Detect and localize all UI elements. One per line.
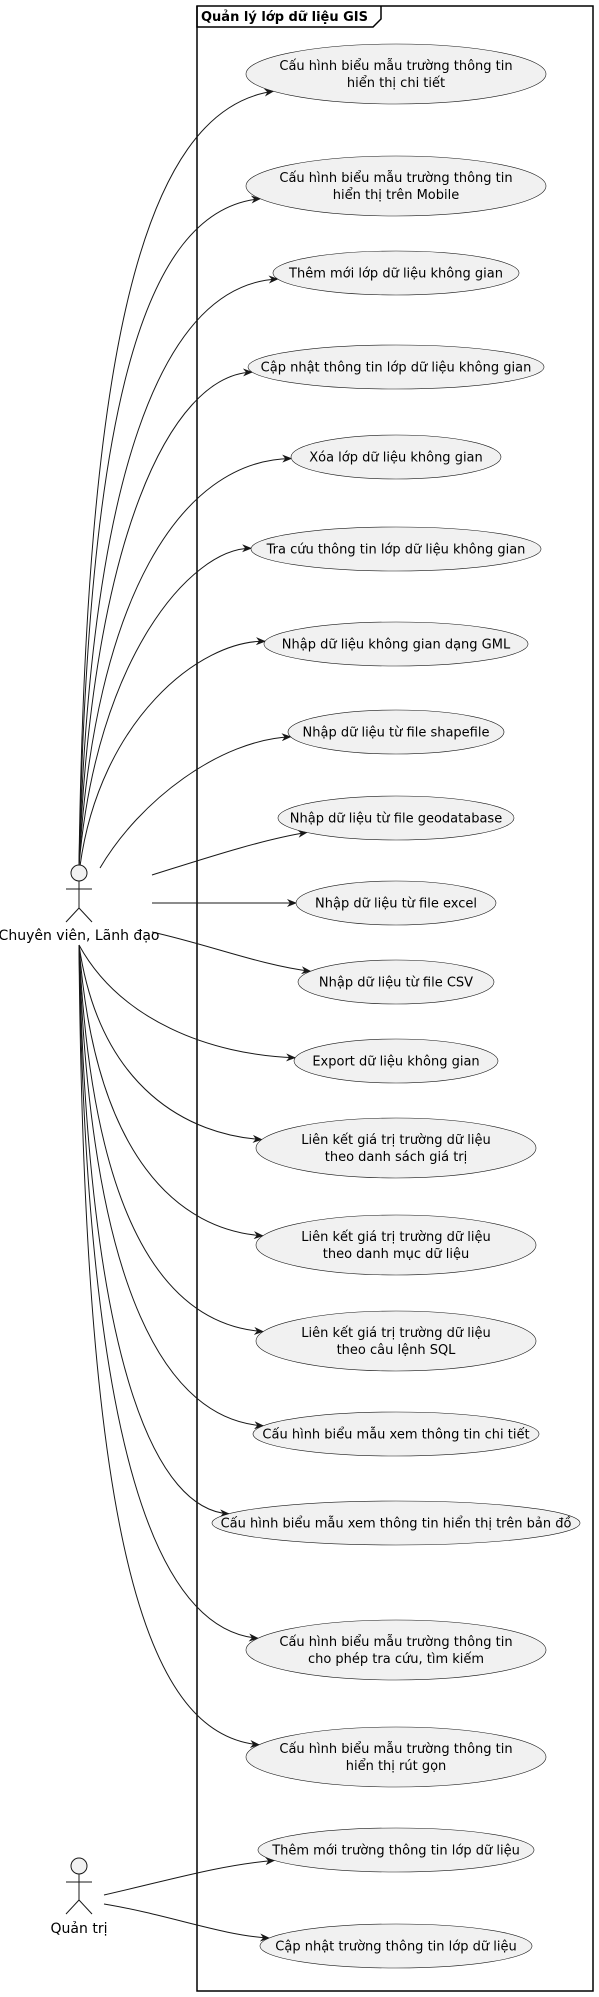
- association-arrow-19: [78, 944, 261, 1748]
- use-case-label: Thêm mới trường thông tin lớp dữ liệu: [271, 1844, 520, 1859]
- use-case-13: Liên kết giá trị trường dữ liệu theo danh…: [255, 1117, 537, 1179]
- association-arrow-16: [78, 944, 265, 1430]
- use-case-ellipse: [287, 709, 505, 755]
- use-case-9: Nhập dữ liệu từ file geodatabase: [277, 795, 515, 841]
- use-case-label: Cấu hình biểu mẫu xem thông tin chi tiết: [262, 1428, 529, 1443]
- association-arrow-1: [78, 88, 275, 866]
- use-case-label: theo danh mục dữ liệu: [323, 1247, 470, 1262]
- use-case-label: Cấu hình biểu mẫu trường thông tin: [279, 1635, 512, 1650]
- use-case-4: Cập nhật thông tin lớp dữ liệu không gia…: [247, 344, 545, 390]
- use-case-12: Export dữ liệu không gian: [293, 1038, 499, 1084]
- use-case-17: Cấu hình biểu mẫu xem thông tin hiển thị…: [211, 1500, 581, 1546]
- use-case-label: Thêm mới lớp dữ liệu không gian: [288, 267, 503, 282]
- actor-chuyen-vien: [65, 864, 93, 923]
- use-case-label: theo câu lệnh SQL: [337, 1343, 457, 1358]
- use-case-label: Nhập dữ liệu từ file CSV: [319, 976, 473, 991]
- use-case-label: Nhập dữ liệu từ file excel: [315, 897, 477, 912]
- use-case-20: Thêm mới trường thông tin lớp dữ liệu: [257, 1827, 535, 1873]
- association-arrow-4: [78, 368, 253, 866]
- use-case-label: hiển thị trên Mobile: [333, 188, 459, 203]
- use-case-ellipse: [245, 1619, 547, 1681]
- use-case-1: Cấu hình biểu mẫu trường thông tin hiển t…: [245, 43, 547, 105]
- use-case-ellipse: [255, 1310, 537, 1372]
- association-arrow-8: [99, 733, 292, 869]
- use-case-10: Nhập dữ liệu từ file excel: [295, 880, 497, 926]
- association-arrow-20: [103, 1857, 276, 1896]
- use-case-ellipse: [245, 155, 547, 217]
- use-case-ellipse: [259, 1923, 533, 1969]
- association-arrow-9: [151, 829, 308, 876]
- use-case-label: Nhập dữ liệu không gian dạng GML: [282, 638, 511, 653]
- use-case-label: hiển thị chi tiết: [347, 76, 445, 91]
- association-arrow-18: [78, 944, 259, 1642]
- use-case-label: Tra cứu thông tin lớp dữ liệu không gian: [266, 543, 526, 558]
- use-case-label: cho phép tra cứu, tìm kiếm: [308, 1652, 484, 1667]
- actor-chuyen-vien-label: Chuyên viên, Lãnh đạo: [0, 928, 159, 944]
- use-case-19: Cấu hình biểu mẫu trường thông tin hiển t…: [245, 1726, 547, 1788]
- use-case-label: Cấu hình biểu mẫu trường thông tin: [279, 59, 512, 74]
- association-arrow-14: [78, 944, 264, 1240]
- use-case-ellipse: [245, 1726, 547, 1788]
- use-case-ellipse: [250, 526, 542, 572]
- use-case-layer: Cấu hình biểu mẫu trường thông tin hiển t…: [211, 43, 581, 1969]
- use-case-label: Cập nhật trường thông tin lớp dữ liệu: [275, 1940, 516, 1955]
- use-case-label: Nhập dữ liệu từ file geodatabase: [290, 812, 502, 827]
- association-arrow-15: [78, 944, 265, 1335]
- use-case-6: Tra cứu thông tin lớp dữ liệu không gian: [250, 526, 542, 572]
- association-arrow-17: [78, 944, 230, 1518]
- use-case-ellipse: [297, 959, 495, 1005]
- use-case-21: Cập nhật trường thông tin lớp dữ liệu: [259, 1923, 533, 1969]
- use-case-ellipse: [290, 434, 502, 480]
- use-case-label: Cập nhật thông tin lớp dữ liệu không gia…: [261, 361, 532, 376]
- use-case-15: Liên kết giá trị trường dữ liệu theo câu …: [255, 1310, 537, 1372]
- actor-quan-tri-label: Quản trị: [51, 1921, 108, 1937]
- use-case-ellipse: [272, 250, 520, 296]
- association-arrow-21: [103, 1903, 271, 1942]
- use-case-2: Cấu hình biểu mẫu trường thông tin hiển t…: [245, 155, 547, 217]
- use-case-18: Cấu hình biểu mẫu trường thông tin cho ph…: [245, 1619, 547, 1681]
- use-case-label: hiển thị rút gọn: [346, 1759, 447, 1774]
- use-case-label: Cấu hình biểu mẫu xem thông tin hiển thị…: [221, 1517, 572, 1532]
- use-case-ellipse: [245, 43, 547, 105]
- use-case-3: Thêm mới lớp dữ liệu không gian: [272, 250, 520, 296]
- use-case-ellipse: [257, 1827, 535, 1873]
- use-case-ellipse: [263, 621, 529, 667]
- use-case-16: Cấu hình biểu mẫu xem thông tin chi tiết: [252, 1411, 540, 1457]
- use-case-ellipse: [277, 795, 515, 841]
- use-case-14: Liên kết giá trị trường dữ liệu theo danh…: [255, 1214, 537, 1276]
- use-case-label: Liên kết giá trị trường dữ liệu: [301, 1230, 490, 1245]
- association-arrow-13: [78, 944, 263, 1143]
- association-arrow-5: [78, 454, 293, 867]
- use-case-label: Export dữ liệu không gian: [312, 1055, 479, 1070]
- actor-quan-tri: [65, 1857, 93, 1915]
- association-arrow-3: [78, 275, 279, 866]
- association-arrow-2: [78, 195, 262, 866]
- use-case-label: Cấu hình biểu mẫu trường thông tin: [279, 1742, 512, 1757]
- use-case-ellipse: [255, 1214, 537, 1276]
- use-case-label: Cấu hình biểu mẫu trường thông tin: [279, 171, 512, 186]
- association-arrow-6: [78, 544, 253, 867]
- use-case-11: Nhập dữ liệu từ file CSV: [297, 959, 495, 1005]
- use-case-ellipse: [293, 1038, 499, 1084]
- use-case-label: Liên kết giá trị trường dữ liệu: [301, 1326, 490, 1341]
- use-case-ellipse: [255, 1117, 537, 1179]
- use-case-ellipse: [295, 880, 497, 926]
- use-case-7: Nhập dữ liệu không gian dạng GML: [263, 621, 529, 667]
- association-arrow-7: [79, 637, 266, 867]
- use-case-8: Nhập dữ liệu từ file shapefile: [287, 709, 505, 755]
- use-case-ellipse: [247, 344, 545, 390]
- package-title: Quản lý lớp dữ liệu GIS: [201, 10, 368, 25]
- use-case-ellipse: [211, 1500, 581, 1546]
- association-layer: [78, 88, 312, 1942]
- association-arrow-12: [78, 944, 297, 1062]
- association-arrow-11: [151, 931, 312, 975]
- use-case-label: theo danh sách giá trị: [325, 1150, 468, 1165]
- use-case-label: Xóa lớp dữ liệu không gian: [309, 451, 483, 466]
- use-case-label: Nhập dữ liệu từ file shapefile: [303, 726, 490, 741]
- use-case-ellipse: [252, 1411, 540, 1457]
- use-case-label: Liên kết giá trị trường dữ liệu: [301, 1133, 490, 1148]
- use-case-5: Xóa lớp dữ liệu không gian: [290, 434, 502, 480]
